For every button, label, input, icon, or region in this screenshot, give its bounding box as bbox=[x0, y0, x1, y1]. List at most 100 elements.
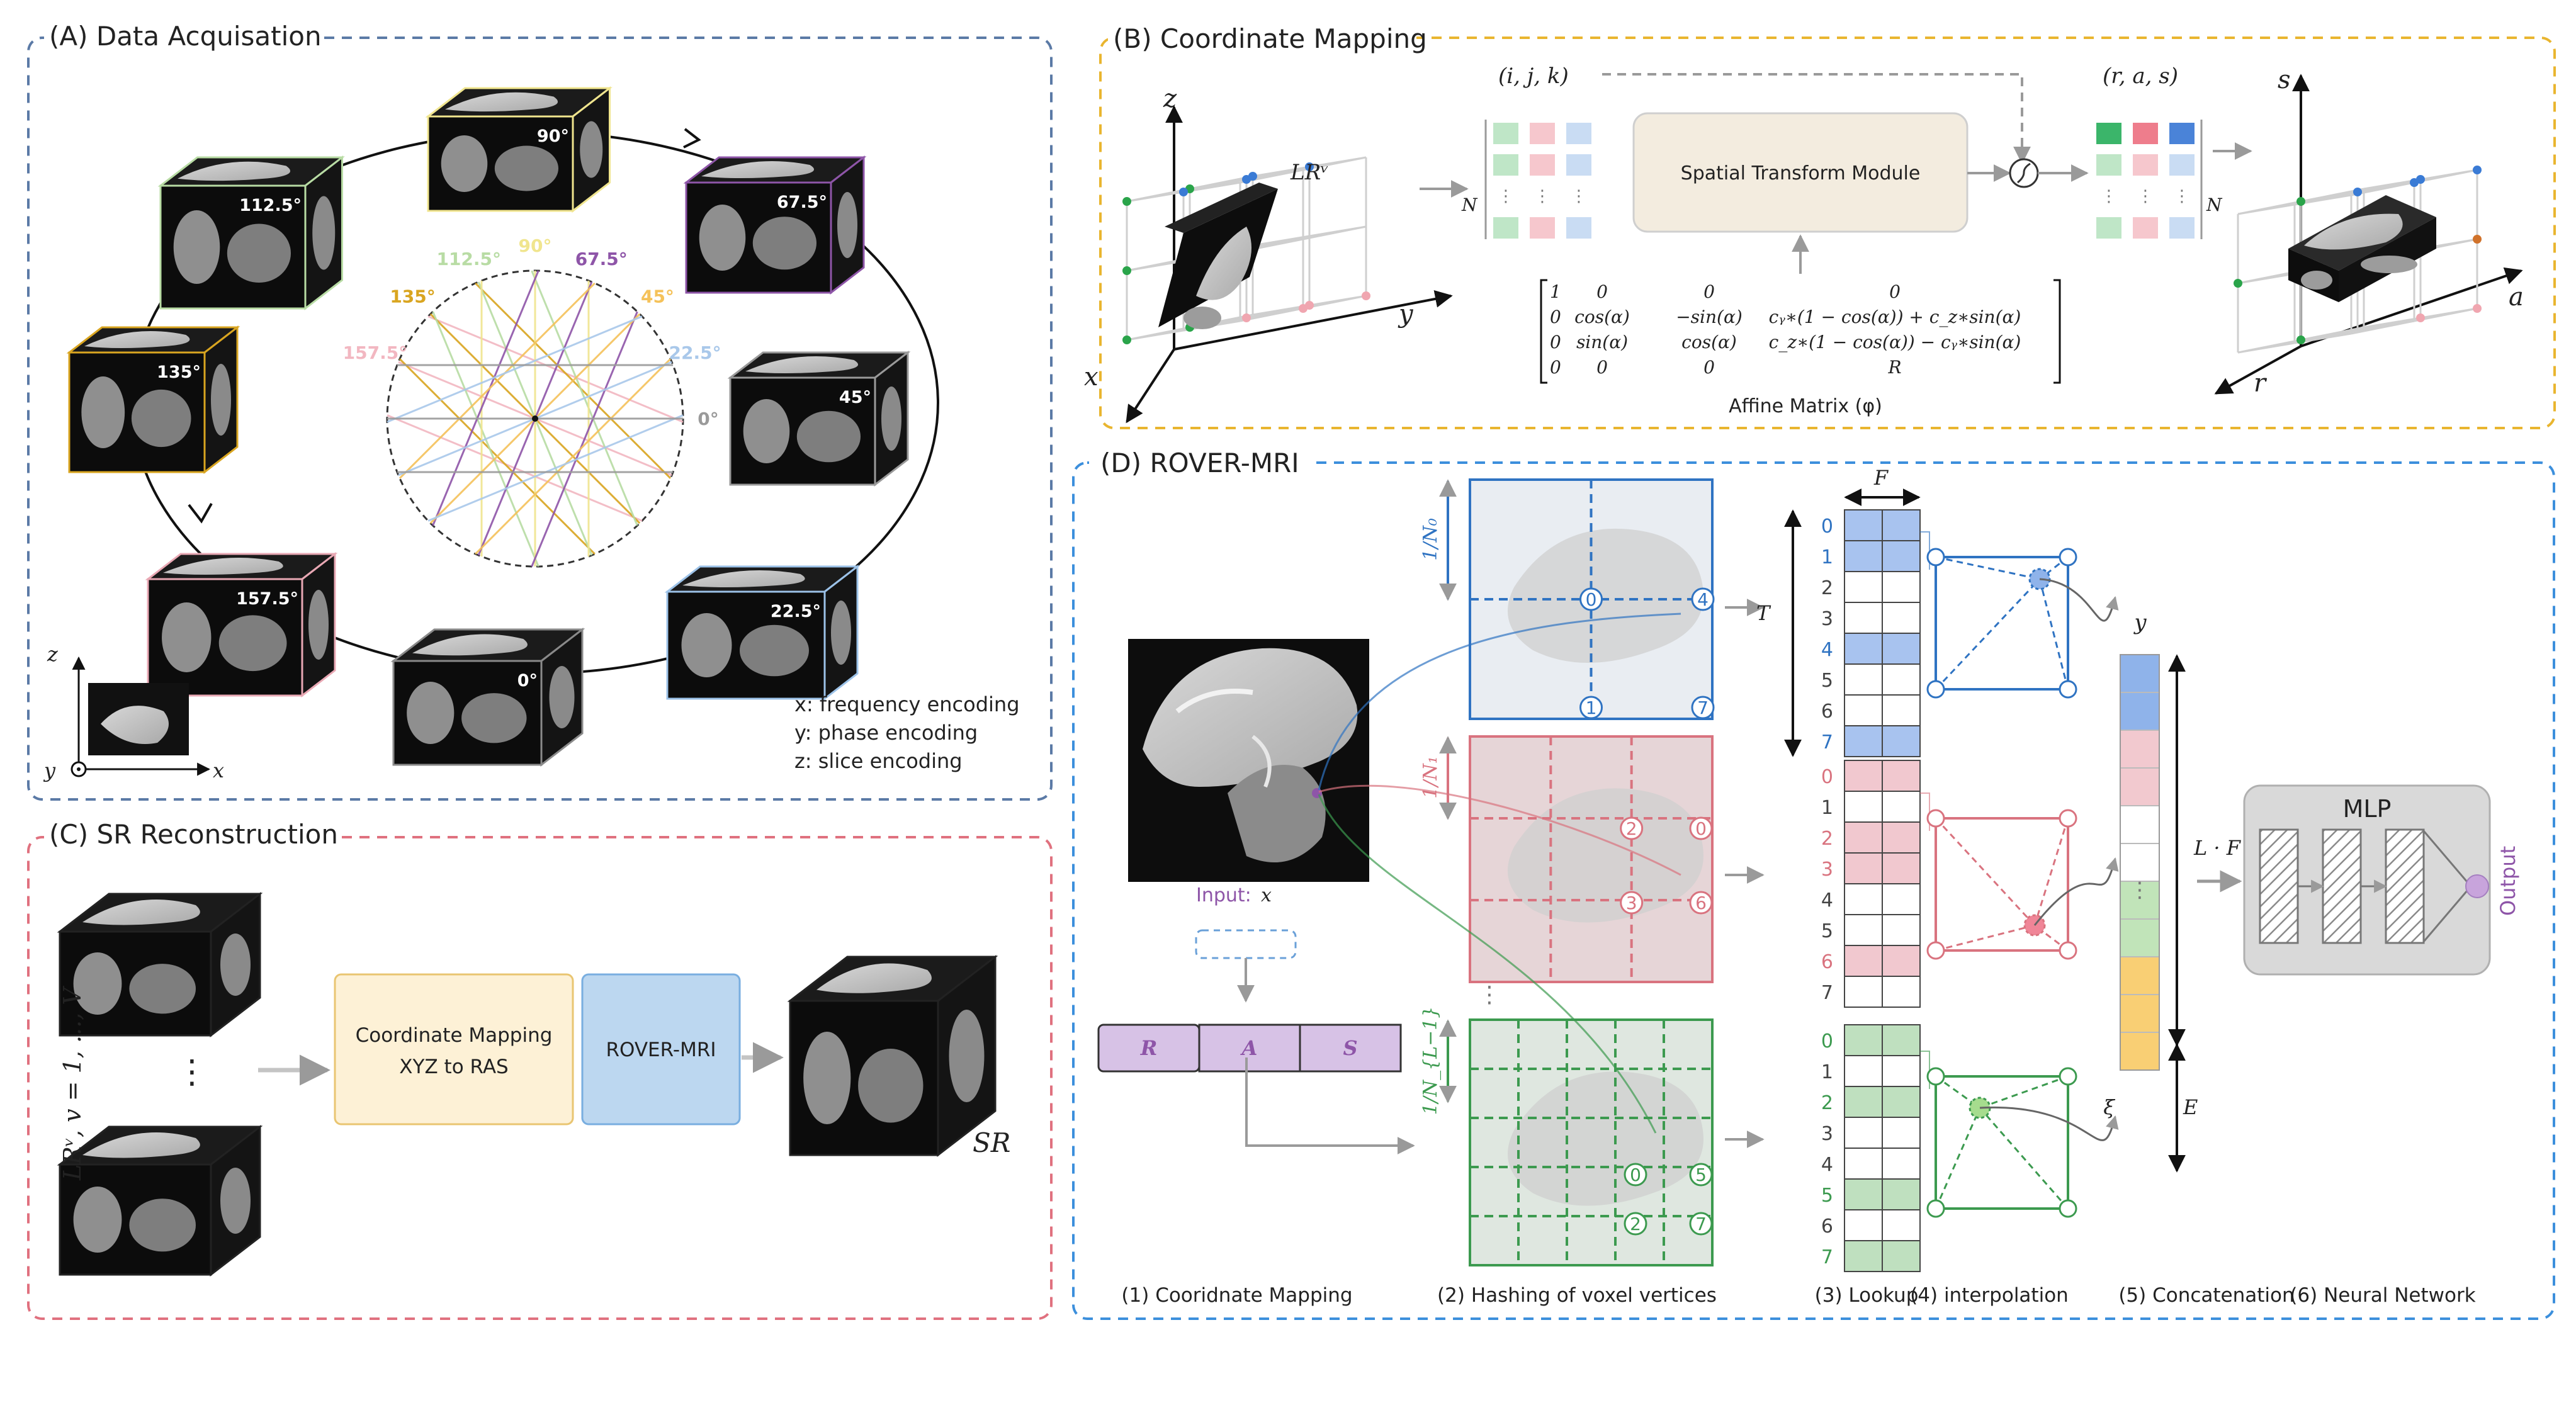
cube-angle-label: 67.5° bbox=[777, 193, 827, 212]
caption-5: (5) Concatenation bbox=[2118, 1284, 2294, 1307]
lookup-index: 1 bbox=[1821, 797, 1833, 819]
svg-text:⋮: ⋮ bbox=[2137, 187, 2154, 206]
vertex-index: 4 bbox=[1697, 589, 1709, 610]
vertex-index: 3 bbox=[1626, 893, 1637, 913]
lookup-index: 2 bbox=[1821, 1092, 1833, 1114]
f-label: F bbox=[1873, 466, 1889, 490]
output-node bbox=[2465, 874, 2489, 898]
stm-label: Spatial Transform Module bbox=[1681, 162, 1921, 184]
input-var: x bbox=[1261, 884, 1272, 906]
panel-d-frame bbox=[1072, 461, 2555, 1320]
panel-c: LRᵛ, v = 1, ..., V ⋮ Coordinate Mapping … bbox=[57, 891, 1010, 1277]
interp-level-1 bbox=[1920, 792, 2119, 960]
lookup-index: 5 bbox=[1821, 670, 1833, 692]
acq-volume-1: 112.5° bbox=[157, 155, 345, 311]
lookup-index: 1 bbox=[1821, 1061, 1833, 1083]
vertex-index: 2 bbox=[1626, 818, 1637, 839]
affine-cell: 0 bbox=[1596, 281, 1608, 302]
b-axis-y: y bbox=[1398, 300, 1414, 329]
wheel-label: 45° bbox=[641, 286, 674, 307]
ras-cell: S bbox=[1343, 1036, 1357, 1060]
caption-1: (1) Cooridnate Mapping bbox=[1121, 1284, 1352, 1307]
input-label: Input: bbox=[1196, 884, 1251, 906]
box2-label: ROVER-MRI bbox=[606, 1039, 716, 1061]
caption-3: (3) Lookup bbox=[1815, 1284, 1919, 1307]
b-axis-a: a bbox=[2509, 283, 2524, 312]
level-label: 1/N_{L−1} bbox=[1420, 1007, 1442, 1115]
svg-text:⋮: ⋮ bbox=[1498, 187, 1514, 206]
lookup-index: 4 bbox=[1821, 639, 1833, 661]
cube-angle-label: 45° bbox=[839, 388, 871, 407]
sr-label: SR bbox=[973, 1127, 1010, 1158]
b-axis-x: x bbox=[1084, 363, 1099, 392]
svg-text:⋮: ⋮ bbox=[2101, 187, 2117, 206]
interp-level-L bbox=[1920, 1051, 2119, 1218]
c-ellipsis: ⋮ bbox=[176, 1053, 208, 1091]
svg-text:⋮: ⋮ bbox=[2174, 187, 2190, 206]
lookup-index: 4 bbox=[1821, 889, 1833, 911]
lookup-index: 0 bbox=[1821, 1030, 1833, 1052]
ijk-label: (i, j, k) bbox=[1498, 64, 1569, 89]
angle-wheel: 157.5°135°112.5°90°67.5°45°22.5°0° bbox=[343, 235, 721, 568]
affine-cell: 0 bbox=[1550, 307, 1561, 327]
lookup-index: 6 bbox=[1821, 1215, 1833, 1238]
panel-b-frame bbox=[1099, 37, 2556, 429]
n-left: N bbox=[1461, 195, 1478, 215]
wheel-label: 157.5° bbox=[343, 342, 408, 363]
lookup-index: 3 bbox=[1821, 608, 1833, 630]
legend-phase: y: phase encoding bbox=[794, 721, 978, 745]
legend-frequency: x: frequency encoding bbox=[794, 692, 1020, 716]
inset-axis-y: y bbox=[43, 759, 56, 782]
interp-level-0 bbox=[1920, 531, 2119, 699]
input-placeholder bbox=[1195, 929, 1297, 959]
b-axis-r: r bbox=[2254, 369, 2268, 398]
inset-axis-x: x bbox=[213, 759, 224, 782]
caption-6: (6) Neural Network bbox=[2290, 1284, 2475, 1307]
lookup-index: 5 bbox=[1821, 1185, 1833, 1207]
lookup-index: 3 bbox=[1821, 1123, 1833, 1145]
lr-volume-tilted bbox=[1158, 183, 1278, 329]
vertex-index: 7 bbox=[1695, 1214, 1707, 1234]
box1-line2: XYZ to RAS bbox=[399, 1056, 508, 1078]
wheel-label: 112.5° bbox=[436, 249, 501, 269]
panel-a-frame bbox=[27, 37, 1053, 801]
affine-cell: −sin(α) bbox=[1676, 307, 1743, 327]
rover-mri-box bbox=[581, 973, 741, 1125]
acq-volume-8: 22.5° bbox=[664, 564, 861, 701]
lookup-index: 7 bbox=[1821, 982, 1833, 1004]
vertex-index: 7 bbox=[1697, 697, 1709, 718]
lookup-index: 6 bbox=[1821, 701, 1833, 723]
cube-angle-label: 135° bbox=[157, 363, 201, 382]
panel-b: z x y LRᵛ (i, j, k) (r, a, s) N ⋮⋮⋮ ⋮⋮⋮ … bbox=[1084, 64, 2524, 424]
affine-cell: 0 bbox=[1889, 281, 1901, 302]
b-lr-label: LRᵛ bbox=[1290, 160, 1329, 185]
cube-angle-label: 112.5° bbox=[239, 196, 302, 215]
svg-text:⋮: ⋮ bbox=[2129, 877, 2150, 903]
box1-line1: Coordinate Mapping bbox=[356, 1024, 553, 1047]
e-label: E bbox=[2183, 1095, 2198, 1119]
caption-2: (2) Hashing of voxel vertices bbox=[1437, 1284, 1717, 1307]
lookup-index: 7 bbox=[1821, 1246, 1833, 1268]
affine-cell: cᵧ∗(1 − cos(α)) + c_z∗sin(α) bbox=[1769, 307, 2021, 327]
b-axis-z: z bbox=[1163, 84, 1177, 113]
wheel-label: 22.5° bbox=[669, 342, 721, 363]
skip-connection bbox=[1602, 73, 2031, 164]
panel-d-title: (D) ROVER-MRI bbox=[1100, 448, 1299, 478]
lookup-index: 5 bbox=[1821, 920, 1833, 942]
panel-c-title: (C) SR Reconstruction bbox=[49, 819, 338, 850]
lr-volume-first bbox=[57, 891, 263, 1038]
t-label: T bbox=[1756, 601, 1771, 625]
acq-volume-7: 0° bbox=[390, 627, 585, 767]
acq-volume-3: 67.5° bbox=[683, 155, 867, 295]
acq-volume-4: 135° bbox=[66, 325, 240, 475]
lookup-index: 6 bbox=[1821, 951, 1833, 973]
vertex-index: 0 bbox=[1586, 589, 1597, 610]
lookup-index: 4 bbox=[1821, 1154, 1833, 1176]
stage-captions: (1) Cooridnate Mapping (2) Hashing of vox… bbox=[1121, 1284, 2475, 1307]
y-label: y bbox=[2133, 610, 2147, 635]
